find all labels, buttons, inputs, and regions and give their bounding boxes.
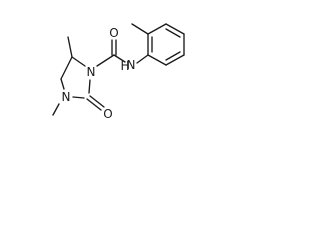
atom-label-amide-nitrogen: N xyxy=(127,58,136,72)
atom-label-amide-hydrogen: H xyxy=(120,59,129,73)
atom-label-ring-nitrogen-lower: N xyxy=(62,90,71,104)
bond-ring-c4-n3 xyxy=(60,78,65,90)
bond-aryl-methyl xyxy=(131,23,149,35)
bond-c2-oxygen-double-b xyxy=(89,95,105,108)
bond-n1-carbonyl-c xyxy=(96,54,115,67)
bond-aryl-c6-c1 xyxy=(147,54,167,66)
bond-aryl-c3-c4 xyxy=(165,23,185,35)
bond-aryl-c5-c6-inner xyxy=(165,51,181,61)
bond-ring-n3-c2 xyxy=(72,96,85,99)
bond-ring-c5-c4 xyxy=(60,56,73,80)
bond-ring-c2-n1 xyxy=(88,79,91,94)
atom-label-carbonyl-oxygen: O xyxy=(109,26,118,40)
chemical-structure-diagram: O N H N N O xyxy=(52,23,185,121)
bond-aryl-c3-c4-inner xyxy=(165,28,181,38)
bond-n3-methyl xyxy=(52,103,60,116)
bond-carbonyl-c-amide-n xyxy=(113,54,126,63)
bond-aryl-c5-c6 xyxy=(165,54,185,66)
bond-amide-n-aryl xyxy=(136,54,149,64)
bond-c2-oxygen-double-a xyxy=(86,98,102,111)
bond-aryl-c2-c3 xyxy=(147,23,167,35)
atom-label-ring-nitrogen-upper: N xyxy=(87,65,96,79)
bond-ring-c5-n1 xyxy=(71,56,86,67)
bond-c5-methyl xyxy=(67,36,73,58)
atom-label-ring-carbonyl-oxygen: O xyxy=(103,107,112,121)
